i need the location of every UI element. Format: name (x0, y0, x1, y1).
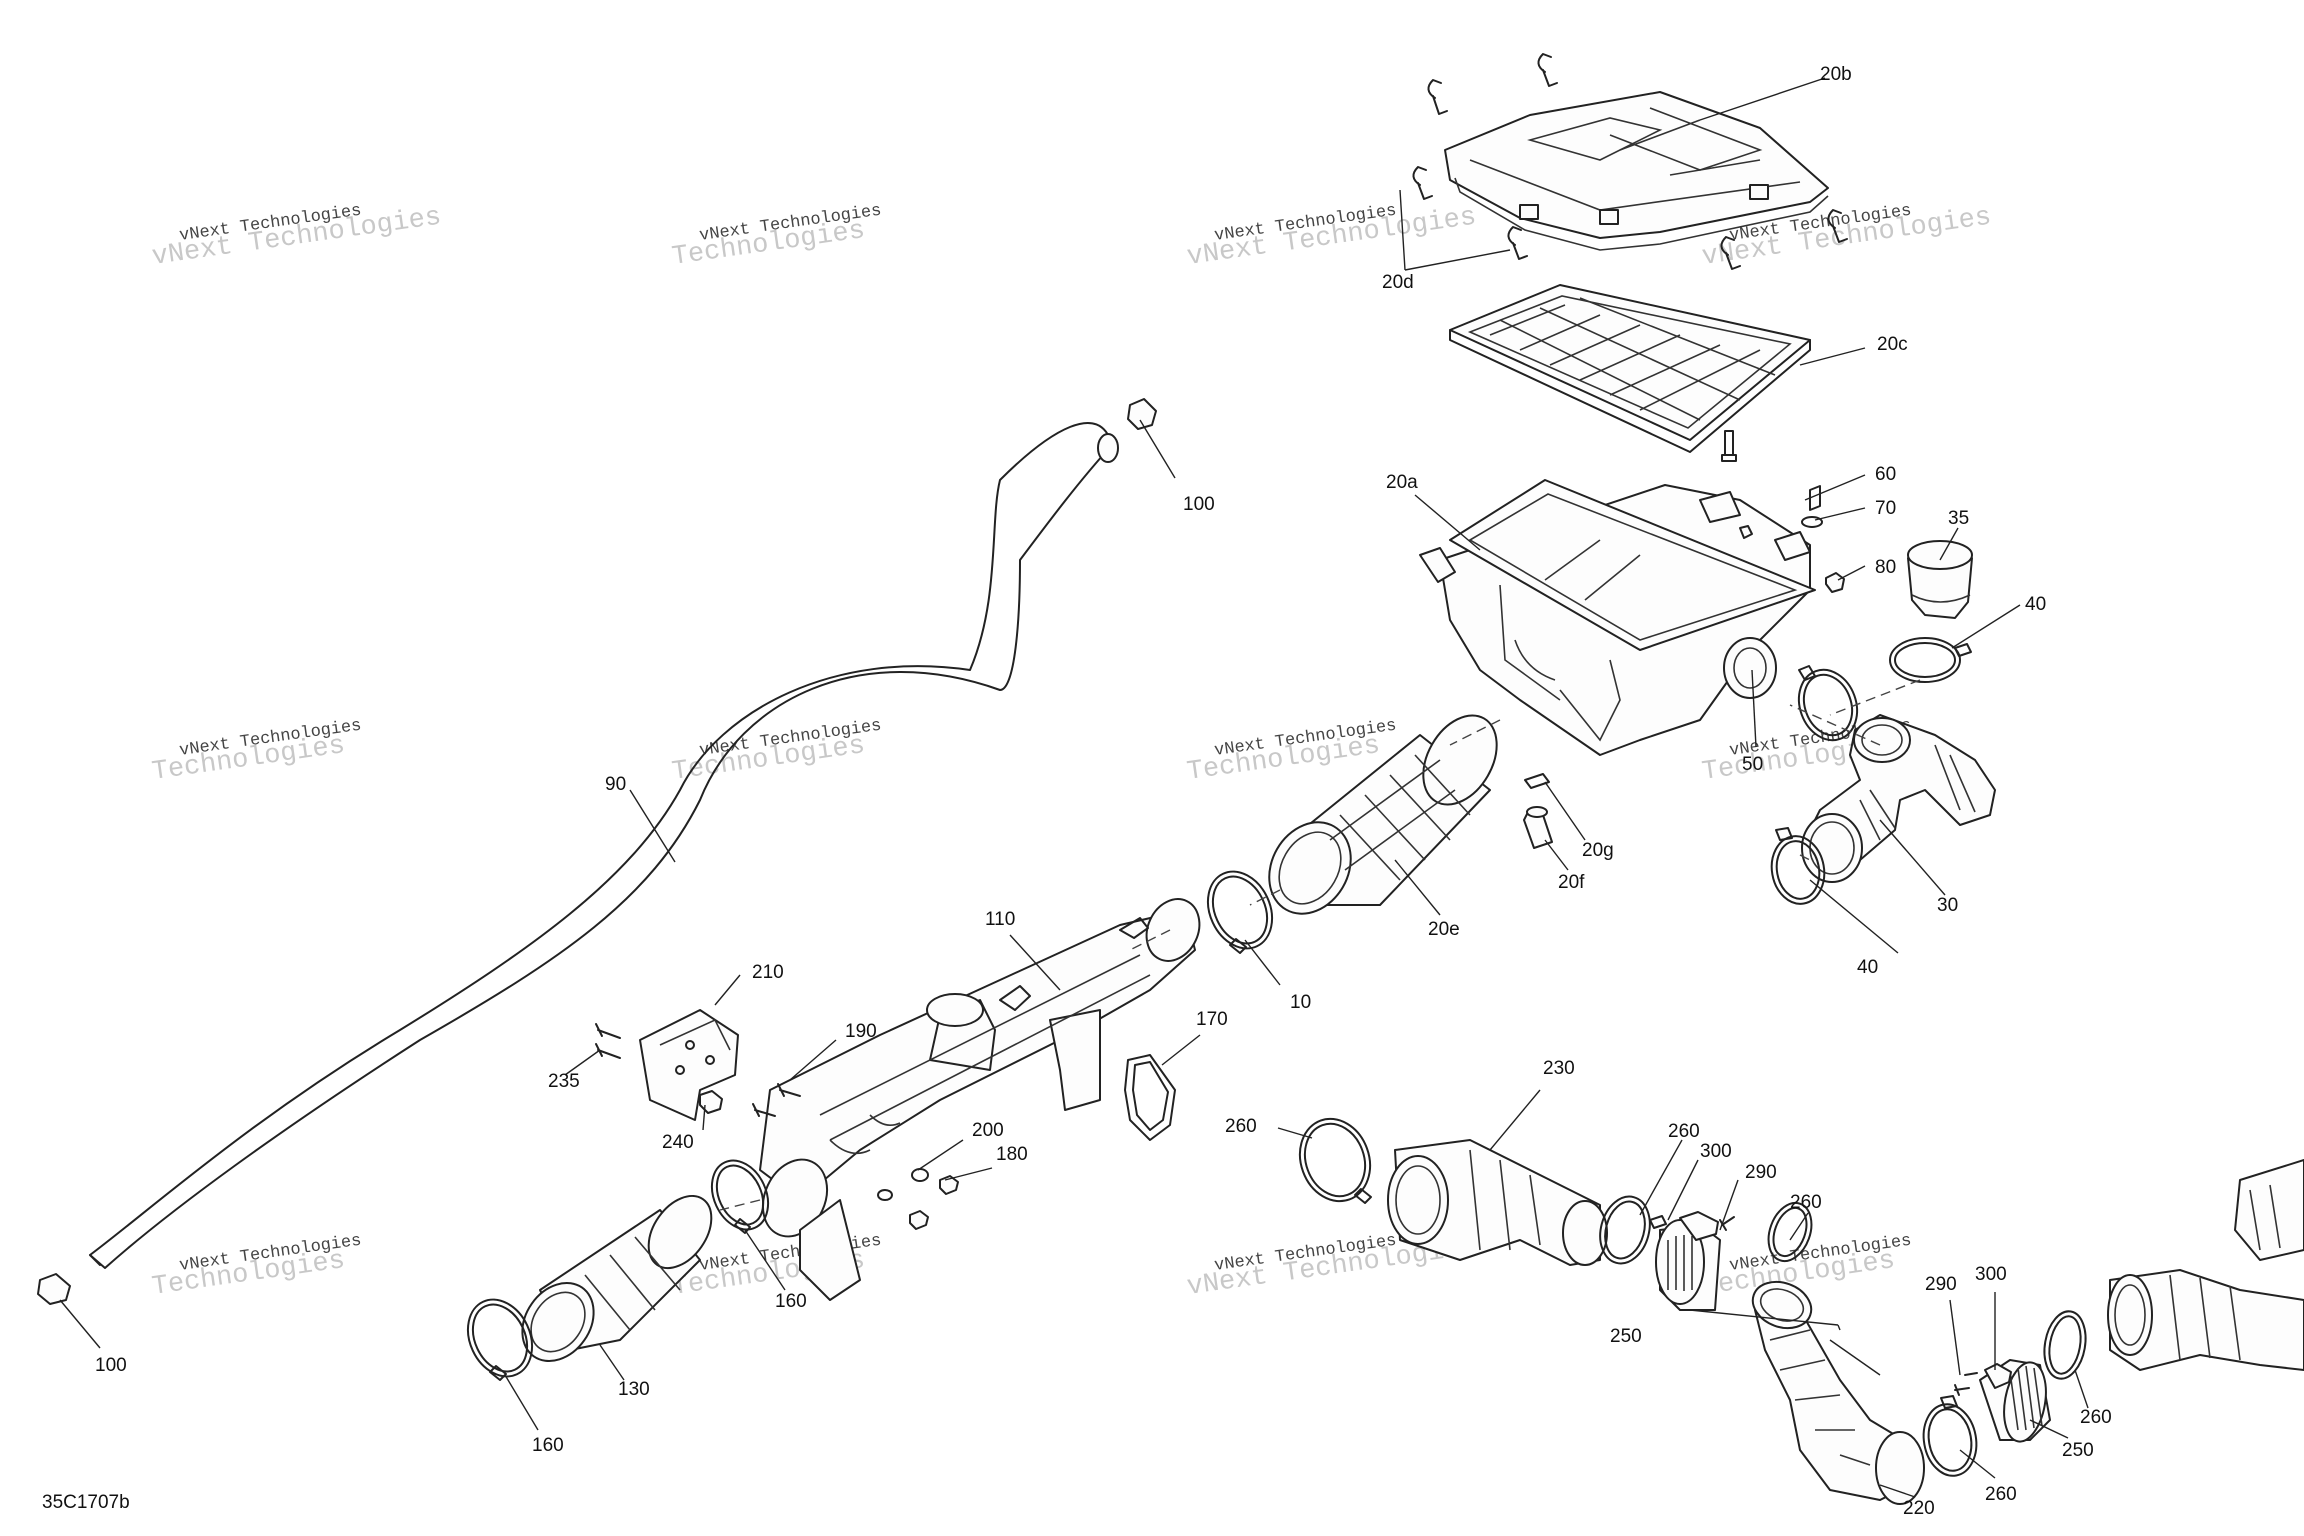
coupler-250-upper (1649, 1211, 1735, 1311)
callout-170: 170 (1196, 1009, 1228, 1030)
callout-210: 210 (752, 962, 784, 983)
callout-20b: 20b (1820, 64, 1852, 85)
callout-40-upper: 40 (2025, 594, 2046, 615)
callout-160-upper: 160 (775, 1291, 807, 1312)
hose-clamps-260-upper (1298, 1117, 1813, 1265)
hose-clamp-10 (1206, 870, 1274, 954)
callout-90: 90 (605, 774, 626, 795)
intake-tube-110 (759, 898, 1201, 1301)
callout-260-e: 260 (1985, 1484, 2017, 1505)
callout-260-d: 260 (2080, 1407, 2112, 1428)
callout-20c: 20c (1877, 334, 1908, 355)
intake-tube-gasket-170 (1124, 1054, 1176, 1141)
nuts-washers-180-200 (877, 1168, 959, 1230)
callout-240: 240 (662, 1132, 694, 1153)
callout-250-b: 250 (2062, 1440, 2094, 1461)
callout-35: 35 (1948, 508, 1969, 529)
mounting-bracket-210 (639, 1009, 739, 1121)
callout-200: 200 (972, 1120, 1004, 1141)
coupler-250-lower (1954, 1359, 2051, 1443)
callout-100-lower: 100 (95, 1355, 127, 1376)
callout-50: 50 (1742, 754, 1763, 775)
callout-10: 10 (1290, 992, 1311, 1013)
callout-20d: 20d (1382, 272, 1414, 293)
callout-300-a: 300 (1700, 1141, 1732, 1162)
small-fittings-20f-20g (1523, 773, 1553, 849)
callout-60: 60 (1875, 464, 1896, 485)
callout-110: 110 (985, 909, 1015, 930)
callout-130: 130 (618, 1379, 650, 1400)
callout-20a: 20a (1386, 472, 1418, 493)
duct-right-edge (2107, 1159, 2304, 1371)
callout-labels: 20b 20d 20c 20a 60 70 80 35 40 50 30 40 … (95, 64, 2112, 1519)
hardware-screws-60-70-80 (1721, 430, 1845, 593)
callout-290-b: 290 (1925, 1274, 1957, 1295)
duct-230 (1387, 1139, 1608, 1266)
callout-250-a: 250 (1610, 1326, 1642, 1347)
flexible-duct-130 (521, 1194, 713, 1362)
callout-290-a: 290 (1745, 1162, 1777, 1183)
hose-clips-100 (37, 398, 1157, 1305)
cover-clips (1412, 53, 1848, 270)
callout-230: 230 (1543, 1058, 1575, 1079)
callout-100-upper: 100 (1183, 494, 1215, 515)
alignment-dashes (719, 679, 1921, 1211)
hose-clamps-160 (466, 1159, 770, 1381)
callout-30: 30 (1937, 895, 1958, 916)
callout-20f: 20f (1558, 872, 1585, 893)
breather-hose (89, 421, 1119, 1269)
callout-190: 190 (845, 1021, 877, 1042)
flexible-duct-20e (1268, 714, 1498, 915)
hose-clamp-lower-40 (1770, 827, 1826, 905)
duct-220 (1751, 1280, 1925, 1505)
intake-cap (1907, 540, 1973, 619)
airbox-base (1419, 479, 1816, 756)
air-filter (1449, 284, 1811, 453)
callout-260-a: 260 (1225, 1116, 1257, 1137)
leader-lines (59, 77, 2089, 1498)
callout-70: 70 (1875, 498, 1896, 519)
callout-220: 220 (1903, 1498, 1935, 1519)
intake-elbow-duct (1801, 714, 1996, 883)
callout-300-b: 300 (1975, 1264, 2007, 1285)
callout-40-lower: 40 (1857, 957, 1878, 978)
callout-260-b: 260 (1668, 1121, 1700, 1142)
callout-20g: 20g (1582, 840, 1614, 861)
airbox-cover (1444, 91, 1829, 251)
callout-80: 80 (1875, 557, 1896, 578)
callout-160-lower: 160 (532, 1435, 564, 1456)
callout-260-c: 260 (1790, 1192, 1822, 1213)
callout-20e: 20e (1428, 919, 1460, 940)
hose-clamps-260-lower (1922, 1310, 2087, 1477)
callout-180: 180 (996, 1144, 1028, 1165)
figure-code: 35C1707b (42, 1492, 130, 1513)
callout-235: 235 (548, 1071, 580, 1092)
